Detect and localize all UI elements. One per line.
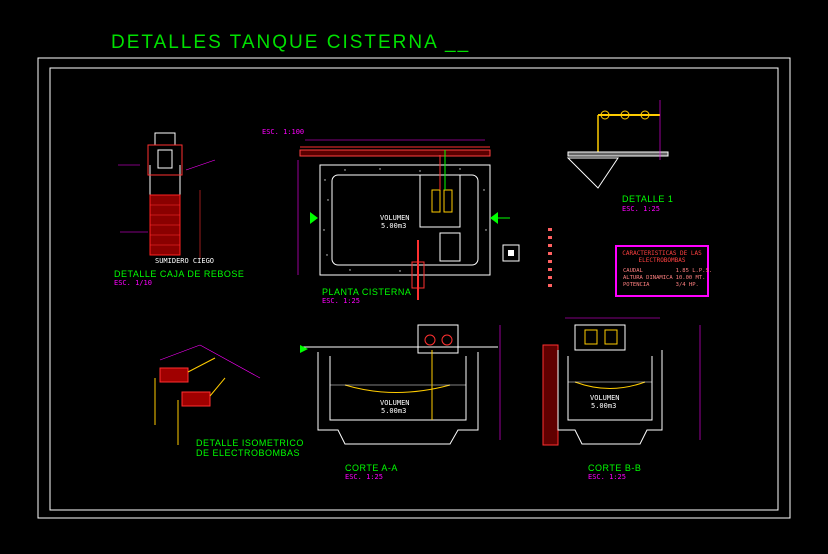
caja-scale: ESC. 1/10 <box>114 279 152 287</box>
detail-planta <box>297 139 520 300</box>
char-label: POTENCIA <box>623 282 650 288</box>
iso-title-1: DETALLE ISOMETRICO <box>196 438 304 448</box>
char-value: 10.00 MT. <box>675 275 706 281</box>
detail-1 <box>566 100 669 189</box>
detail-isometrico <box>154 344 261 445</box>
sheet-title: DETALLES TANQUE CISTERNA __ <box>111 32 471 53</box>
char-label: CAUDAL <box>623 268 643 274</box>
char-label: ALTURA DINAMICA <box>623 275 673 281</box>
outer-frame <box>37 57 791 519</box>
pump-characteristics-box: CARACTERISTICAS DE LAS ELECTROBOMBAS CAU… <box>615 245 712 297</box>
detail-corte-aa <box>300 324 501 445</box>
table-row: ALTURA DINAMICA 10.00 MT. <box>623 275 715 282</box>
planta-volume-label: VOLUMEN <box>380 214 410 222</box>
bb-scale: ESC. 1:25 <box>588 473 626 481</box>
detalle1-title: DETALLE 1 <box>622 194 674 204</box>
bb-title: CORTE B-B <box>588 463 642 473</box>
aa-volume-value: 5.00m3 <box>381 407 407 415</box>
planta-volume-value: 5.00m3 <box>381 222 407 230</box>
table-row: POTENCIA 3/4 HP. <box>623 282 715 289</box>
detail-corte-bb <box>542 317 701 446</box>
characteristics-table: CAUDAL 1.85 L.P.S. ALTURA DINAMICA 10.00… <box>623 268 715 289</box>
planta-scale: ESC. 1:25 <box>322 297 360 305</box>
detalle1-scale: ESC. 1:25 <box>622 205 660 213</box>
iso-title-2: DE ELECTROBOMBAS <box>196 448 301 458</box>
aa-scale: ESC. 1:25 <box>345 473 383 481</box>
bb-volume-value: 5.00m3 <box>591 402 617 410</box>
planta-top-scale: ESC. 1:100 <box>262 128 305 136</box>
table-row: CAUDAL 1.85 L.P.S. <box>623 268 715 275</box>
caja-note: SUMIDERO CIEGO <box>155 257 215 265</box>
characteristics-title-2: ELECTROBOMBAS <box>638 257 686 264</box>
planta-title: PLANTA CISTERNA <box>322 287 412 297</box>
char-value: 1.85 L.P.S. <box>675 268 713 274</box>
char-value: 3/4 HP. <box>675 282 699 288</box>
inner-frame <box>49 67 779 511</box>
aa-volume-label: VOLUMEN <box>380 399 410 407</box>
aa-title: CORTE A-A <box>345 463 398 473</box>
legend-list <box>548 228 552 287</box>
bb-volume-label: VOLUMEN <box>590 394 620 402</box>
characteristics-title-1: CARACTERISTICAS DE LAS <box>622 250 702 257</box>
detail-caja-rebose <box>118 132 216 258</box>
caja-title: DETALLE CAJA DE REBOSE <box>114 269 245 279</box>
